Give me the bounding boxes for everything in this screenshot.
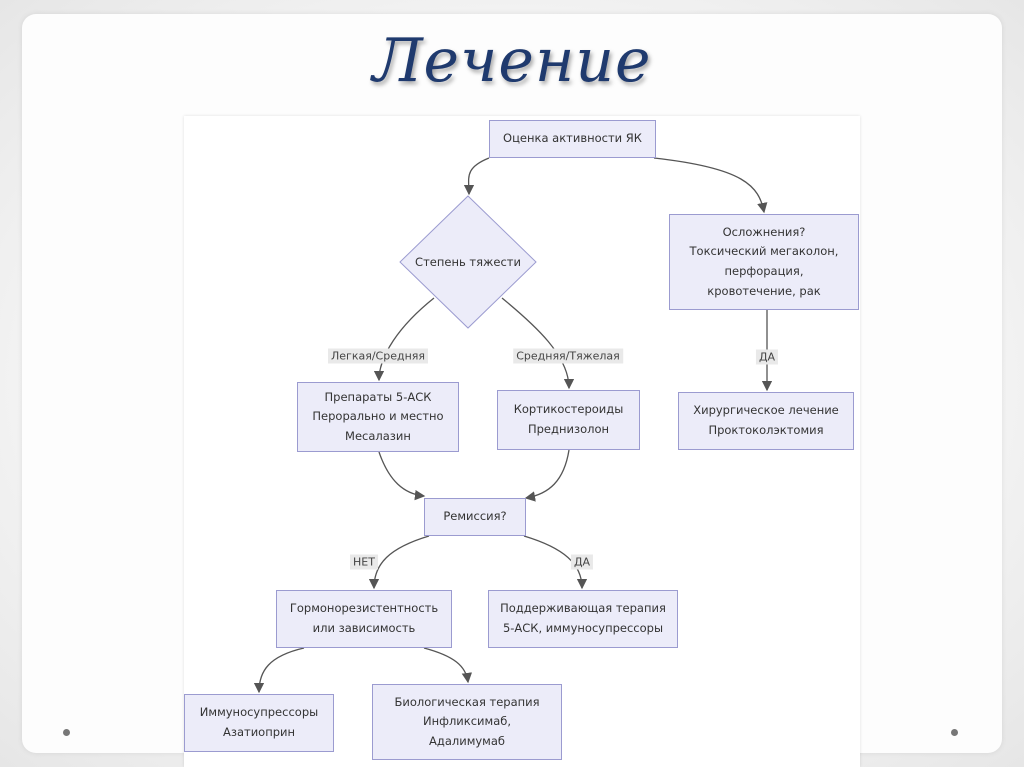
slide-decor-dot-right — [951, 729, 958, 736]
edge-label-remission-yes: ДА — [570, 554, 594, 570]
corticosteroids-node: Кортикостероиды Преднизолон — [497, 390, 640, 450]
edge-asa-remission — [378, 451, 426, 501]
slide-title: Лечение — [372, 26, 652, 96]
assess-activity-node: Оценка активности ЯК — [489, 120, 656, 158]
edge-remission-maintenance — [523, 535, 588, 590]
edge-label-complications-yes: ДА — [755, 349, 779, 365]
complications-node: Осложнения? Токсический мегаколон, перфо… — [669, 214, 859, 310]
immunosuppressants-node: Иммуносупрессоры Азатиоприн — [184, 694, 334, 752]
flowchart-edges — [253, 157, 773, 694]
edge-severity-asa — [373, 297, 435, 382]
remission-node: Ремиссия? — [424, 498, 526, 536]
flowchart-panel: Степень тяжести Оценка активности ЯК Осл… — [184, 116, 860, 767]
slide-decor-dot-left — [63, 729, 70, 736]
hormone-resistance-node: Гормонорезистентность или зависимость — [276, 590, 452, 648]
edge-label-mild-moderate: Легкая/Средняя — [328, 348, 428, 364]
edge-label-remission-no: НЕТ — [350, 554, 378, 570]
severity-diamond — [399, 195, 537, 329]
edge-remission-resistance — [368, 535, 430, 590]
asa-drugs-node: Препараты 5-АСК Перорально и местно Меса… — [297, 382, 459, 452]
surgery-node: Хирургическое лечение Проктоколэктомия — [678, 392, 854, 450]
edge-resistance-immuno — [253, 647, 305, 694]
maintenance-therapy-node: Поддерживающая терапия 5-АСК, иммуносупр… — [488, 590, 678, 648]
edge-severity-steroids — [501, 297, 575, 390]
edge-steroids-remission — [524, 449, 570, 502]
edge-label-moderate-severe: Средняя/Тяжелая — [513, 348, 623, 364]
edge-assess-severity — [463, 157, 490, 196]
severity-label: Степень тяжести — [415, 255, 521, 269]
edge-resistance-biologic — [423, 647, 473, 684]
biologic-therapy-node: Биологическая терапия Инфликсимаб, Адали… — [372, 684, 562, 760]
edge-assess-complications — [653, 157, 768, 214]
